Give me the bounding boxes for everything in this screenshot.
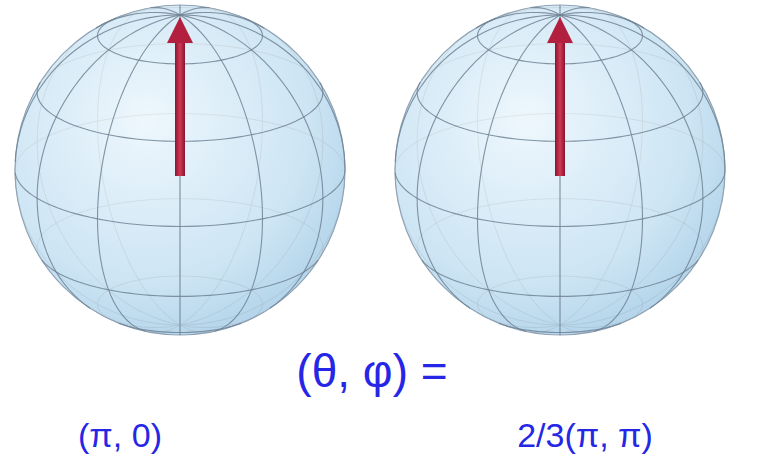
grid-line <box>478 18 561 64</box>
grid-line <box>180 15 345 170</box>
grid-line <box>180 260 318 296</box>
grid-line <box>119 323 180 332</box>
grid-line <box>560 15 725 170</box>
grid-line <box>560 12 644 28</box>
state-arrow-head <box>547 17 573 43</box>
grid-line <box>37 15 180 308</box>
grid-line <box>42 260 180 296</box>
grid-line <box>180 12 264 28</box>
grid-line <box>560 18 643 64</box>
bloch-sphere <box>15 5 345 335</box>
grid-line <box>559 5 560 15</box>
grid-line <box>180 7 210 15</box>
bloch-sphere <box>395 5 725 335</box>
grid-line <box>98 15 181 332</box>
grid-line <box>180 18 263 64</box>
equation-label: (θ, φ) = <box>296 348 447 394</box>
state-arrow-shaft <box>555 39 565 176</box>
grid-line <box>560 15 643 332</box>
grid-line <box>180 323 241 332</box>
grid-line <box>179 5 180 15</box>
grid-line <box>422 260 560 296</box>
grid-line <box>478 15 561 332</box>
grid-line <box>560 323 621 332</box>
grid-line <box>98 18 181 64</box>
state-arrow-shaft <box>175 39 185 176</box>
coordinate-label: (π, 0) <box>78 418 162 452</box>
sphere-surface <box>395 5 725 335</box>
grid-line <box>560 7 590 15</box>
sphere-surface <box>15 5 345 335</box>
grid-line <box>499 323 560 332</box>
state-arrow-head <box>167 17 193 43</box>
grid-line <box>560 260 698 296</box>
grid-line <box>560 15 703 308</box>
grid-line <box>417 15 560 308</box>
coordinate-label: 2/3(π, π) <box>517 418 653 452</box>
grid-line <box>180 15 263 332</box>
grid-line <box>180 15 323 308</box>
